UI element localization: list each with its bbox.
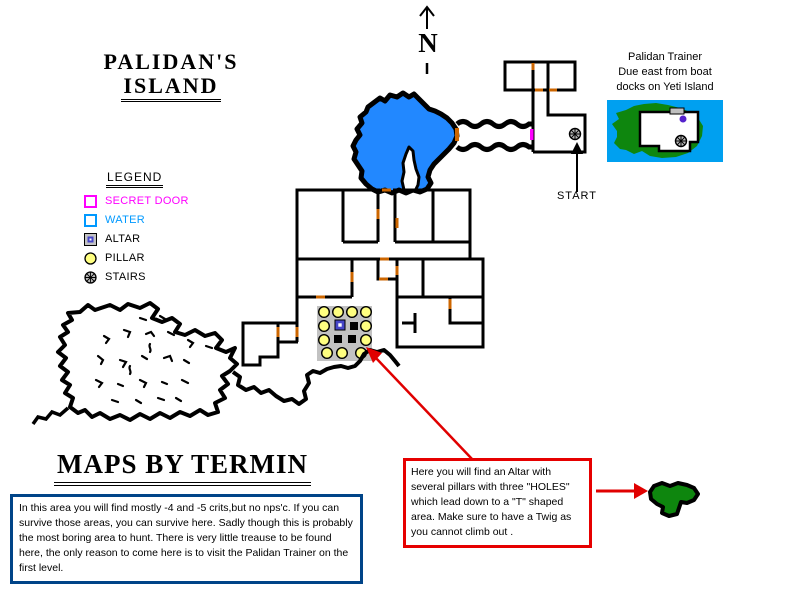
map-altar-icon bbox=[334, 319, 346, 331]
legend-label: PILLAR bbox=[105, 252, 145, 264]
start-stairs-icon bbox=[568, 127, 582, 141]
title-line1: PALIDAN'S bbox=[103, 49, 239, 74]
minimap-building bbox=[638, 110, 700, 153]
connector-rooms bbox=[241, 321, 298, 367]
rope-bridge-corridor bbox=[455, 119, 533, 152]
legend-item-pillar: PILLAR bbox=[84, 251, 189, 265]
minimap-gray-block bbox=[669, 107, 685, 115]
water-icon bbox=[84, 213, 97, 227]
trainer-minimap bbox=[607, 100, 723, 162]
stairs-icon bbox=[84, 270, 97, 284]
compass-letter: N bbox=[418, 28, 438, 58]
minimap-trainer-dot bbox=[679, 115, 687, 123]
start-arrow-head bbox=[571, 142, 583, 154]
legend-item-secret-door: SECRET DOOR bbox=[84, 194, 189, 208]
wall-stub bbox=[402, 313, 417, 333]
pillar-icons bbox=[318, 306, 373, 360]
water-peninsula bbox=[400, 145, 421, 193]
legend-item-water: WATER bbox=[84, 213, 189, 227]
trainer-note: Palidan Trainer Due east from boat docks… bbox=[598, 50, 732, 95]
legend-item-altar: ALTAR bbox=[84, 232, 189, 246]
title-line2: ISLAND bbox=[121, 74, 221, 102]
altar-note-box: Here you will find an Altar with several… bbox=[403, 458, 592, 548]
start-label: START bbox=[556, 190, 598, 202]
trainer-note-line: Due east from boat bbox=[618, 66, 712, 78]
trainer-note-line: Palidan Trainer bbox=[628, 51, 702, 63]
secret-door-icon bbox=[84, 194, 97, 208]
water-area bbox=[350, 90, 460, 196]
north-arrow-icon bbox=[419, 5, 435, 74]
cave-tail bbox=[31, 406, 70, 426]
minimap-stairs-icon bbox=[674, 134, 688, 148]
legend-item-stairs: STAIRS bbox=[84, 270, 189, 284]
cave-texture bbox=[94, 314, 214, 405]
door-markers bbox=[276, 63, 557, 337]
annotation-arrow-to-t-area bbox=[596, 483, 648, 499]
credit-title: MAPS BY TERMIN bbox=[54, 449, 312, 486]
legend-heading: LEGEND bbox=[106, 170, 164, 188]
legend: LEGEND SECRET DOOR WATER ALTAR PILLAR bbox=[84, 168, 189, 284]
area-note-box: In this area you will find mostly -4 and… bbox=[10, 494, 363, 584]
annotation-arrow-to-altar bbox=[366, 347, 473, 460]
legend-label: STAIRS bbox=[105, 271, 146, 283]
pillar-icon bbox=[84, 251, 97, 265]
legend-label: SECRET DOOR bbox=[105, 195, 189, 207]
legend-label: ALTAR bbox=[105, 233, 141, 245]
start-room-icons bbox=[568, 127, 583, 192]
secret-door-marker bbox=[530, 129, 534, 140]
page-title: PALIDAN'S ISLAND bbox=[96, 50, 246, 102]
altar-icon bbox=[84, 232, 97, 246]
legend-label: WATER bbox=[105, 214, 145, 226]
cave-area bbox=[31, 301, 239, 426]
hole-markers bbox=[334, 322, 358, 343]
t-area-blob bbox=[648, 481, 700, 518]
altar-pillar-room bbox=[317, 306, 373, 361]
trainer-note-line: docks on Yeti Island bbox=[616, 81, 714, 93]
